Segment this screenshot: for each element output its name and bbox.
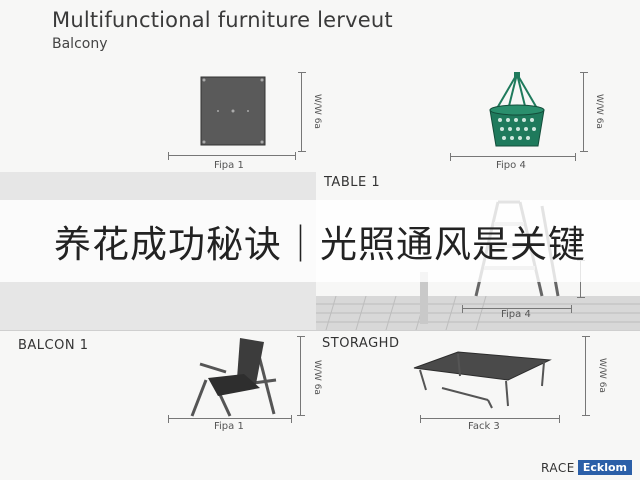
brand-logo: RACE Ecklom — [541, 460, 632, 475]
page-title: Multifunctional furniture lerveut — [52, 8, 393, 32]
chair-dim-label: W/W 6a — [312, 360, 322, 395]
page-subtitle: Balcony — [52, 36, 108, 52]
ladder-dimension-line — [462, 305, 572, 313]
panel-dim-label: W/W 6a — [312, 94, 322, 129]
folding-chair-icon — [190, 338, 277, 417]
panel-caption: Fipa 1 — [214, 160, 244, 171]
basket-caption: Fipo 4 — [496, 160, 526, 171]
table-dimension-line — [420, 415, 560, 423]
folding-table-icon — [413, 351, 552, 409]
storage-section-label: STORAGHD — [322, 336, 400, 351]
basket-dimension-line — [450, 153, 576, 161]
balcony-section-label: BALCON 1 — [18, 338, 89, 353]
brand-mark: Ecklom — [577, 460, 632, 475]
panel-dimension-line — [168, 152, 296, 160]
tiled-floor — [316, 296, 640, 330]
divider-line — [0, 330, 640, 331]
table-caption: Fack 3 — [468, 421, 500, 432]
chair-dimension-line — [168, 415, 292, 423]
overlay-banner: 养花成功秘诀｜光照通风是关键 — [0, 200, 640, 282]
chair-vertical-dimension — [297, 336, 305, 416]
basket-vertical-dimension — [580, 72, 588, 152]
panel-icon — [200, 76, 266, 146]
table-section-label: TABLE 1 — [324, 175, 381, 190]
basket-dim-label: W/W 6a — [594, 94, 604, 129]
panel-vertical-dimension — [298, 72, 306, 152]
brand-name: RACE — [541, 460, 575, 475]
table-dim-label: W/W 6a — [597, 358, 607, 393]
pole — [420, 272, 428, 324]
basket-icon — [489, 72, 545, 147]
ladder-caption: Fipa 4 — [501, 309, 531, 320]
chair-caption: Fipa 1 — [214, 421, 244, 432]
table-vertical-dimension — [582, 336, 590, 416]
